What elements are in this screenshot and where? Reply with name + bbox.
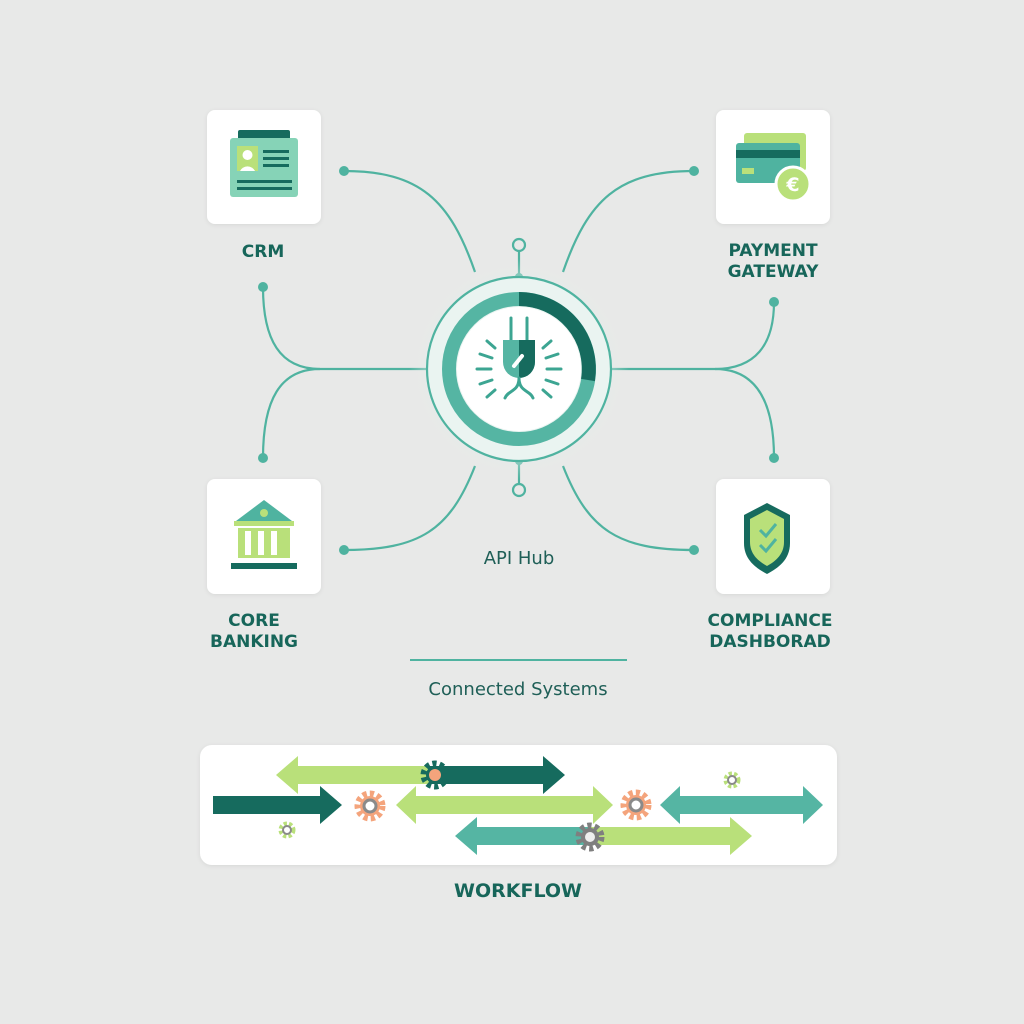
system-card-payment-gateway[interactable]: €	[716, 110, 830, 224]
connector-dot	[769, 453, 779, 463]
connector-dot	[258, 282, 268, 292]
workflow-arrow	[276, 756, 430, 794]
gear-icon	[620, 789, 652, 821]
compliance-label-line1: COMPLIANCE	[708, 611, 833, 631]
connector-dot	[339, 545, 349, 555]
connector-dot	[769, 297, 779, 307]
shield-check-icon	[744, 503, 790, 574]
hub-label: API Hub	[484, 548, 555, 569]
workflow-panel	[200, 745, 837, 865]
compliance-label-line2: DASHBORAD	[709, 632, 831, 652]
bank-icon	[231, 500, 297, 569]
crm-label: CRM	[242, 242, 284, 262]
caption: Connected Systems	[428, 679, 607, 700]
id-card-icon	[230, 130, 298, 197]
payment-gateway-label-line1: PAYMENT	[728, 241, 817, 261]
workflow-arrow	[660, 786, 823, 824]
gear-icon	[354, 790, 386, 822]
workflow-label: WORKFLOW	[454, 880, 582, 902]
connector-dot	[689, 545, 699, 555]
connector-dot	[689, 166, 699, 176]
system-card-crm[interactable]	[207, 110, 321, 224]
system-card-core-banking[interactable]	[207, 479, 321, 594]
plug-icon	[475, 316, 563, 400]
workflow-arrow	[396, 786, 613, 824]
connectors	[258, 166, 779, 555]
gear-icon	[420, 760, 450, 790]
payment-gateway-label-line2: GATEWAY	[728, 262, 820, 282]
workflow-arrow	[590, 817, 752, 855]
credit-card-euro-icon: €	[736, 133, 812, 203]
system-card-compliance-dashboard[interactable]	[716, 479, 830, 594]
workflow-arrow	[213, 786, 342, 824]
api-hub[interactable]	[409, 259, 629, 479]
gear-icon	[575, 822, 605, 852]
core-banking-label-line1: CORE	[228, 611, 280, 631]
connector-dot	[258, 453, 268, 463]
core-banking-label-line2: BANKING	[210, 632, 298, 652]
gear-icon	[278, 821, 296, 839]
connector-dot	[339, 166, 349, 176]
connector-port	[511, 237, 527, 253]
workflow-arrow	[455, 817, 590, 855]
gear-icon	[723, 771, 741, 789]
svg-text:€: €	[785, 174, 799, 196]
workflow-arrow	[430, 756, 565, 794]
connector-port	[511, 482, 527, 498]
